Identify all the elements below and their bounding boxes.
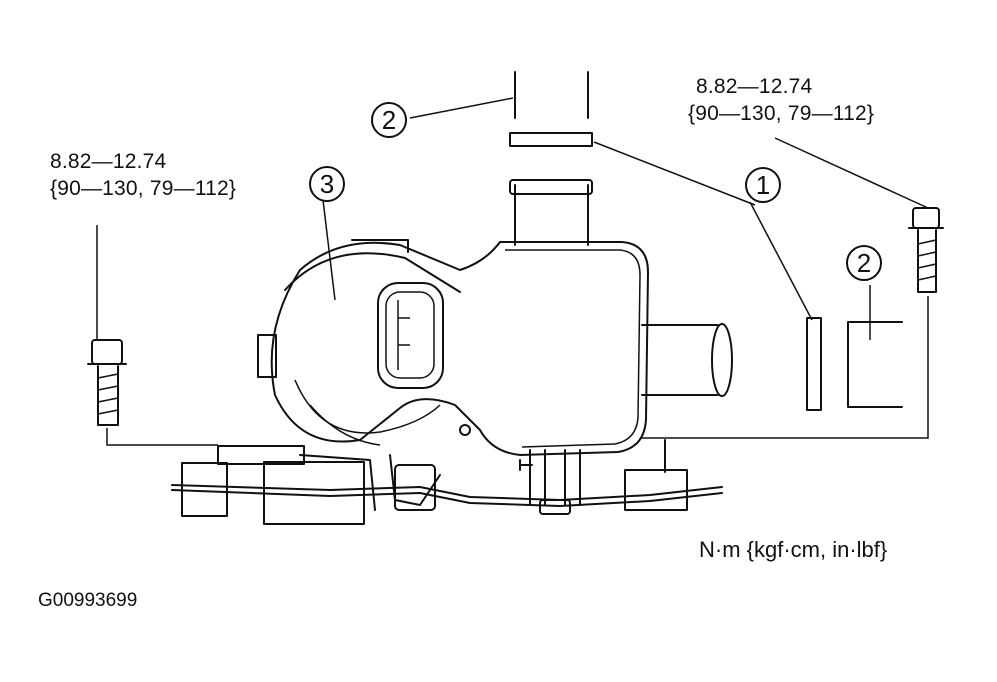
callout-2-top-label: 2 (382, 105, 396, 135)
callout-1: 1 (745, 167, 781, 203)
torque-spec-left-alt: {90—130, 79—112} (50, 177, 237, 200)
leader-lines (96, 97, 929, 446)
mounting-bracket (171, 439, 723, 525)
upper-gasket (509, 132, 593, 147)
torque-spec-right-value: 8.82—12.74 (696, 75, 813, 98)
right-gasket (806, 317, 822, 411)
upper-pipe-stub (514, 71, 589, 119)
throttle-body (257, 179, 733, 515)
callout-2-top: 2 (371, 102, 407, 138)
torque-spec-right-alt: {90—130, 79—112} (688, 102, 875, 125)
figure-id: G00993699 (38, 590, 138, 611)
right-pipe-stub (847, 321, 903, 408)
callout-2-right: 2 (846, 245, 882, 281)
callout-1-label: 1 (756, 170, 770, 200)
left-bolt (87, 339, 127, 426)
torque-spec-left-value: 8.82—12.74 (50, 150, 167, 173)
right-bolt (908, 207, 944, 293)
callout-2-right-label: 2 (857, 248, 871, 278)
units-legend: N·m {kgf·cm, in·lbf} (699, 537, 888, 562)
torque-spec-right: 8.82—12.74 {90—130, 79—112} (688, 73, 874, 127)
callout-3: 3 (309, 166, 345, 202)
callout-3-label: 3 (320, 169, 334, 199)
torque-spec-left: 8.82—12.74 {90—130, 79—112} (50, 148, 236, 202)
